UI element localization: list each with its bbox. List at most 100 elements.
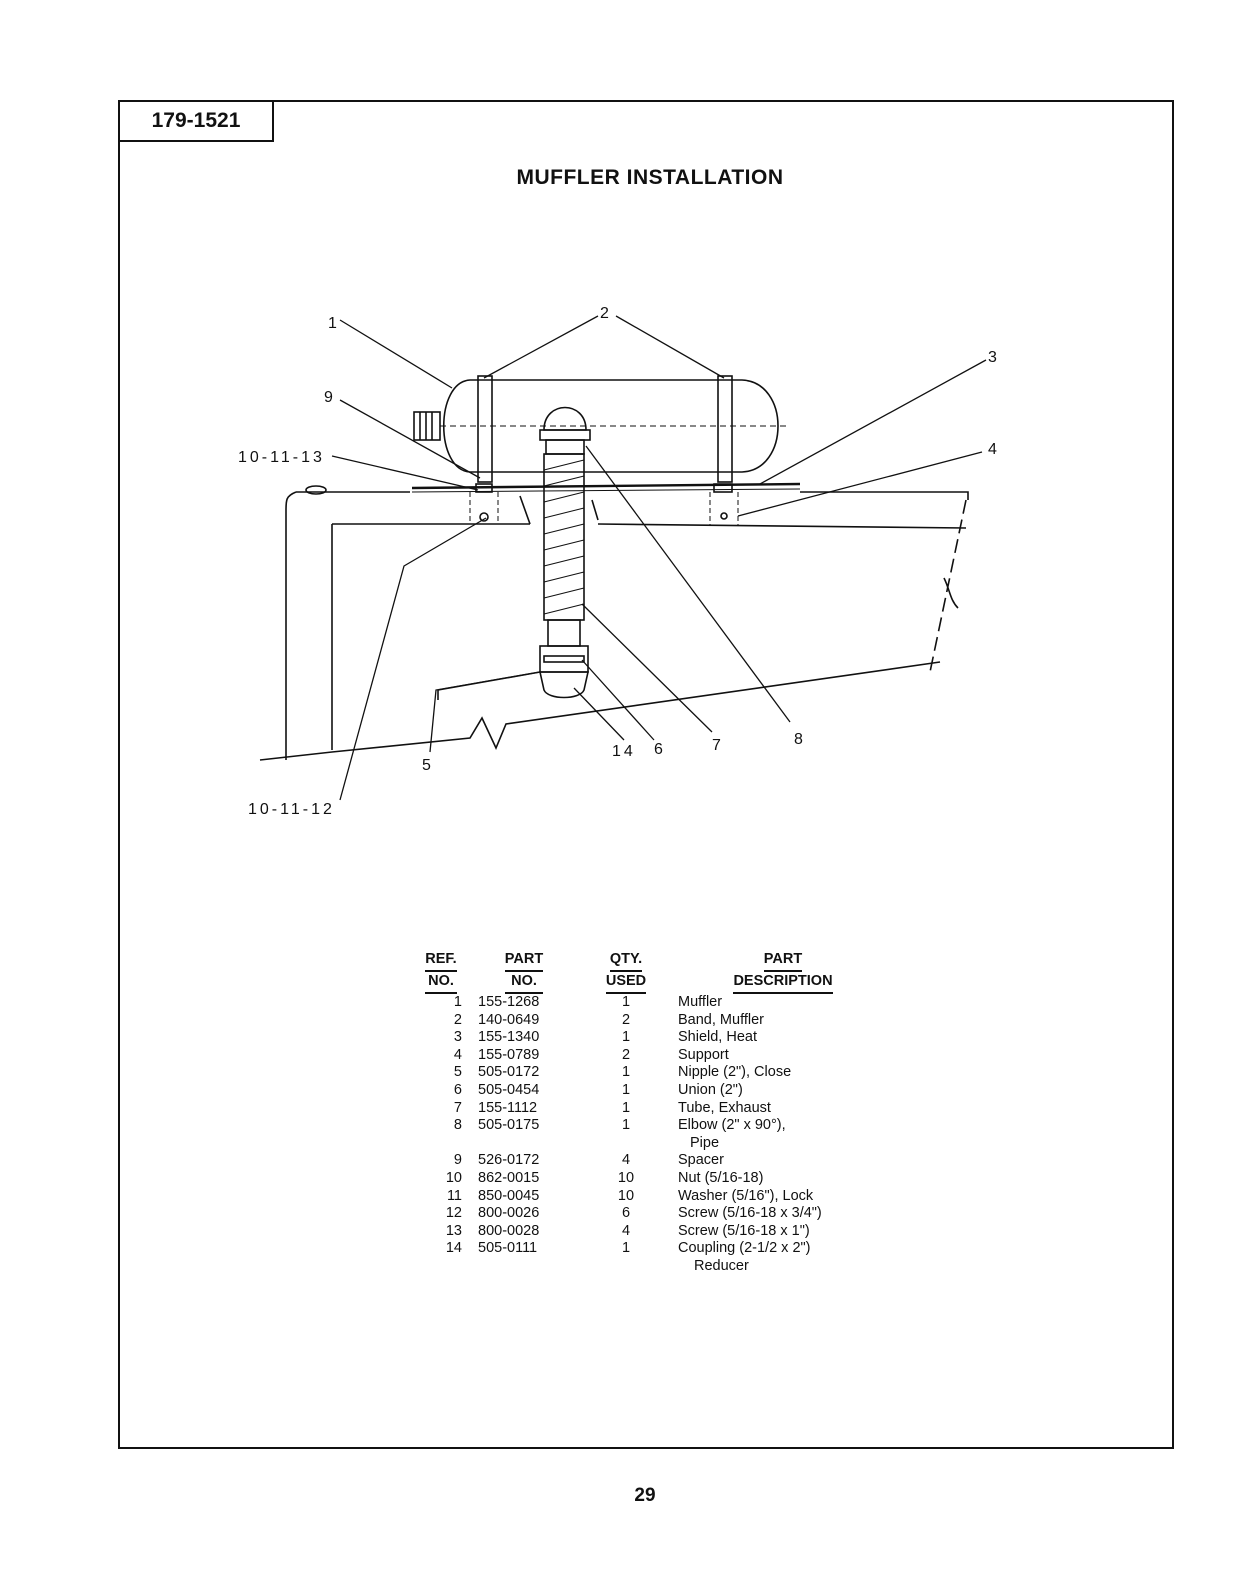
part-number-cell: 155-1340 (478, 1029, 540, 1046)
description-cell: Spacer (666, 1152, 888, 1170)
description-text: Shield, Heat (678, 1029, 757, 1046)
part-number-cell: 505-0454 (478, 1081, 540, 1098)
description-cell: Screw (5/16-18 x 1") (666, 1223, 888, 1241)
muffler-inlet (413, 411, 441, 441)
part-number-cell: 850-0045 (478, 1187, 540, 1204)
callout-3: 3 (988, 349, 997, 366)
description-text: Coupling (2-1/2 x 2") (678, 1240, 811, 1257)
table-row: 13 800-0028 4 Screw (5/16-18 x 1") (420, 1223, 888, 1241)
description-cell: Tube, Exhaust (666, 1100, 888, 1118)
table-row: 11 850-0045 10 Washer (5/16"), Lock (420, 1188, 888, 1206)
description-cell: Shield, Heat (666, 1029, 888, 1047)
description-cell: Coupling (2-1/2 x 2")Reducer (666, 1240, 888, 1275)
part-number: 179-1521 (151, 109, 241, 132)
part-number-cell: 505-0175 (478, 1117, 540, 1134)
callout-7: 7 (712, 737, 721, 754)
muffler-band-left (477, 375, 493, 483)
ref-cell: 7 (453, 1099, 462, 1116)
qty-cell: 6 (621, 1205, 631, 1222)
qty-cell: 4 (621, 1222, 631, 1239)
description-cell: Band, Muffler (666, 1012, 888, 1030)
qty-cell: 2 (621, 1011, 631, 1028)
part-number-cell: 505-0172 (478, 1064, 540, 1081)
part-number-cell: 155-1268 (478, 994, 540, 1010)
part-number-box: 179-1521 (120, 102, 274, 142)
qty-cell: 1 (621, 1117, 631, 1134)
description-text: Screw (5/16-18 x 3/4") (678, 1205, 822, 1222)
header-qty-used: QTY.USED (586, 950, 666, 994)
callout-14: 14 (612, 743, 636, 760)
page-border (118, 100, 1174, 1449)
description-cell: Nipple (2"), Close (666, 1064, 888, 1082)
part-number-cell: 800-0026 (478, 1205, 540, 1222)
heat-shield (411, 482, 801, 490)
description-text: Elbow (2" x 90°), (678, 1117, 786, 1134)
description-cell: Washer (5/16"), Lock (666, 1188, 888, 1206)
qty-cell: 10 (617, 1169, 635, 1186)
qty-cell: 1 (621, 994, 631, 1010)
callout-5: 5 (422, 757, 431, 774)
callout-2: 2 (600, 305, 609, 322)
muffler-band-right (717, 375, 733, 483)
ref-cell: 1 (453, 994, 462, 1010)
muffler-body (443, 379, 779, 473)
ref-cell: 2 (453, 1011, 462, 1028)
part-number-cell: 800-0028 (478, 1222, 540, 1239)
callout-8: 8 (794, 731, 803, 748)
union (539, 645, 589, 673)
table-row: 12 800-0026 6 Screw (5/16-18 x 3/4") (420, 1205, 888, 1223)
qty-cell: 2 (621, 1046, 631, 1063)
description-cell: Elbow (2" x 90°),Pipe (666, 1117, 888, 1152)
reducer-coupling (539, 671, 589, 699)
qty-cell: 1 (621, 1240, 631, 1257)
ref-cell: 3 (453, 1029, 462, 1046)
ref-cell: 14 (445, 1240, 462, 1257)
description-cell: Screw (5/16-18 x 3/4") (666, 1205, 888, 1223)
description-text: Spacer (678, 1152, 724, 1169)
callout-6: 6 (654, 741, 663, 758)
description-text: Support (678, 1046, 729, 1063)
ref-cell: 13 (445, 1222, 462, 1239)
part-number-cell: 505-0111 (478, 1240, 538, 1257)
description-text: Nut (5/16-18) (678, 1169, 764, 1186)
qty-cell: 10 (617, 1187, 635, 1204)
elbow-pipe (543, 406, 587, 431)
description-cell: Union (2") (666, 1082, 888, 1100)
ref-cell: 11 (446, 1187, 462, 1204)
frame-top-rail (296, 491, 969, 500)
table-row: 2 140-0649 2 Band, Muffler (420, 1012, 888, 1030)
callout-10-11-13: 10-11-13 (238, 449, 325, 466)
callout-4: 4 (988, 441, 997, 458)
ref-cell: 12 (445, 1205, 462, 1222)
part-number-cell: 155-0789 (478, 1046, 540, 1063)
description-text: Tube, Exhaust (678, 1099, 771, 1116)
description-continuation: Reducer (694, 1257, 749, 1274)
qty-cell: 4 (621, 1152, 631, 1169)
callout-9: 9 (324, 389, 333, 406)
qty-cell: 1 (621, 1081, 631, 1098)
exhaust-tube (543, 453, 585, 621)
description-text: Band, Muffler (678, 1011, 764, 1028)
header-ref-no: REF.NO. (420, 950, 462, 994)
part-number-cell: 140-0649 (478, 1011, 540, 1028)
part-number-cell: 526-0172 (478, 1152, 540, 1169)
table-row: 14 505-0111 1 Coupling (2-1/2 x 2")Reducer (420, 1240, 888, 1275)
qty-cell: 1 (621, 1064, 631, 1081)
description-text: Union (2") (678, 1081, 743, 1098)
callout-10-11-12: 10-11-12 (248, 801, 335, 818)
page-number: 29 (634, 1485, 656, 1506)
description-text: Nipple (2"), Close (678, 1064, 792, 1081)
ref-cell: 9 (453, 1152, 462, 1169)
